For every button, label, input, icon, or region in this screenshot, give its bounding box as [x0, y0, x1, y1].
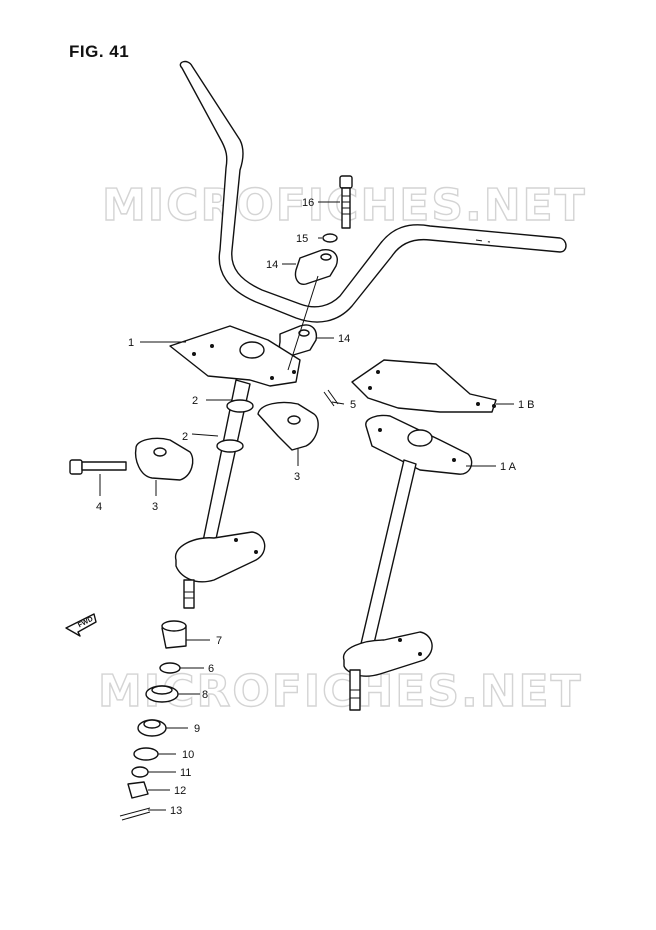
bushing-7	[161, 620, 187, 649]
callout-3-right: 3	[294, 471, 300, 483]
callout-13: 13	[170, 805, 182, 817]
callout-6: 6	[208, 663, 214, 675]
callout-10: 10	[182, 749, 194, 761]
steering-shaft	[169, 325, 301, 609]
callout-8: 8	[202, 689, 208, 701]
callout-3-left: 3	[152, 501, 158, 513]
callout-1b: 1 B	[518, 399, 535, 411]
callout-2-upper: 2	[192, 395, 198, 407]
callout-4: 4	[96, 501, 102, 513]
callout-5: 5	[350, 399, 356, 411]
bracket-1b	[351, 359, 497, 413]
callout-7: 7	[216, 635, 222, 647]
cotter-pin-13	[119, 807, 151, 821]
shaft-1a	[343, 414, 473, 711]
washer-11	[131, 766, 149, 778]
callout-16: 16	[302, 197, 314, 209]
bolt-4	[69, 459, 127, 475]
washer-6	[159, 662, 181, 674]
handlebar	[179, 60, 567, 323]
callout-2-lower: 2	[182, 431, 188, 443]
callout-14-lower: 14	[338, 333, 350, 345]
seal-8	[145, 685, 179, 703]
cotter-pin-5	[323, 389, 339, 407]
callout-1: 1	[128, 337, 134, 349]
callout-15: 15	[296, 233, 308, 245]
callout-9: 9	[194, 723, 200, 735]
clamp-14-upper	[294, 249, 338, 285]
callout-1a: 1 A	[500, 461, 517, 473]
clamp-3-left	[134, 437, 194, 481]
callout-12: 12	[174, 785, 186, 797]
leader-lines	[99, 201, 514, 811]
fwd-arrow: FWD	[65, 613, 97, 637]
nut-12	[127, 781, 149, 799]
figure-title: FIG. 41	[69, 42, 130, 61]
callout-14-upper: 14	[266, 259, 278, 271]
callout-11: 11	[180, 767, 191, 779]
bearing-9	[137, 719, 167, 737]
washer-15	[322, 233, 338, 243]
clamp-3-right	[257, 401, 319, 451]
washer-10	[133, 747, 159, 761]
bolt-16	[339, 175, 353, 229]
